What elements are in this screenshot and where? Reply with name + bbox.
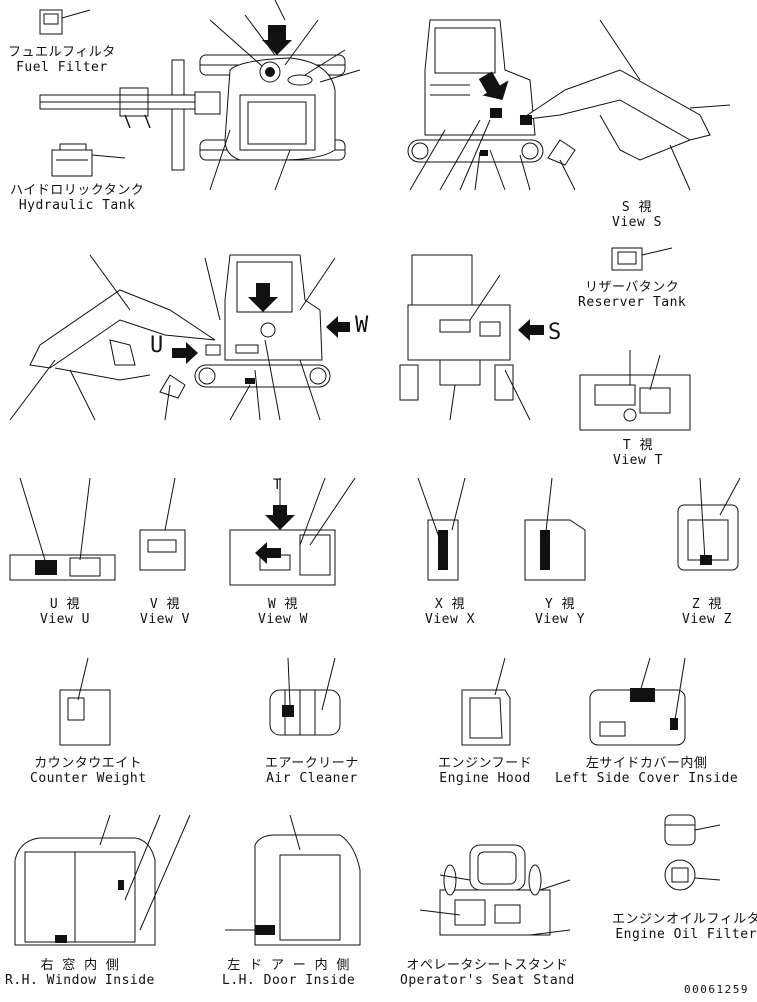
label-jp: リザーバタンク: [584, 280, 680, 295]
label-view-t: T 視 View T: [613, 438, 663, 468]
reserver-tank-drawing: [611, 247, 673, 271]
label-view-z: Z 視 View Z: [682, 597, 732, 627]
left-side-cover-drawing: [589, 657, 686, 746]
label-en: View Z: [682, 612, 732, 627]
label-jp: エアークリーナ: [265, 756, 359, 771]
label-lh-door: 左 ド ア ー 内 側 L.H. Door Inside: [222, 958, 355, 988]
counter-weight-drawing: [59, 657, 111, 746]
label-left-side-cover: 左サイドカバー内側 Left Side Cover Inside: [555, 756, 738, 786]
label-en: L.H. Door Inside: [222, 973, 356, 988]
seat-stand-drawing: [419, 844, 571, 936]
label-en: Hydraulic Tank: [18, 198, 136, 213]
label-en: Counter Weight: [30, 771, 147, 786]
label-en: R.H. Window Inside: [5, 973, 155, 988]
label-air-cleaner: エアークリーナ Air Cleaner: [265, 756, 359, 786]
label-view-w: W 視 View W: [258, 597, 308, 627]
fuel-filter-icon: [39, 9, 91, 35]
view-letter-u: U: [150, 333, 164, 358]
label-seat-stand: オペレータシートスタンド Operator's Seat Stand: [400, 958, 575, 988]
view-v-drawing: [139, 477, 186, 571]
label-jp: W 視: [267, 597, 299, 612]
view-letter-t: T: [273, 477, 282, 493]
view-letter-w: W: [355, 313, 369, 338]
label-jp: 左サイドカバー内側: [585, 756, 708, 771]
label-en: Operator's Seat Stand: [400, 973, 575, 988]
label-en: View T: [613, 453, 663, 468]
air-cleaner-drawing: [269, 657, 341, 736]
label-en: Air Cleaner: [266, 771, 358, 786]
label-reserver-tank: リザーバタンク Reserver Tank: [578, 280, 686, 310]
label-en: View V: [140, 612, 190, 627]
label-view-v: V 視 View V: [140, 597, 190, 627]
view-w-drawing: [229, 477, 356, 586]
label-en: Left Side Cover Inside: [555, 771, 739, 786]
view-z-drawing: [677, 477, 741, 571]
label-jp: フュエルフィルタ: [8, 45, 116, 60]
label-jp: オペレータシートスタンド: [406, 958, 569, 973]
hydraulic-tank-drawing: [51, 143, 126, 177]
label-en: View Y: [535, 612, 585, 627]
label-jp: U 視: [49, 597, 81, 612]
label-engine-oil-filter: エンジンオイルフィルタ Engine Oil Filter: [612, 912, 757, 942]
engine-hood-drawing: [461, 657, 511, 746]
label-jp: カウンタウエイト: [34, 756, 143, 771]
label-en: View X: [425, 612, 475, 627]
label-jp: 右 窓 内 側: [40, 958, 120, 973]
label-view-y: Y 視 View Y: [535, 597, 585, 627]
lh-door-drawing: [225, 814, 361, 946]
label-en: View S: [612, 215, 662, 230]
label-en: View U: [40, 612, 90, 627]
label-jp: T 視: [622, 438, 654, 453]
label-en: Engine Oil Filter: [615, 927, 757, 942]
label-jp: 左 ド ア ー 内 側: [227, 958, 350, 973]
view-x-drawing: [417, 477, 466, 581]
label-view-s: S 視 View S: [612, 200, 662, 230]
label-rh-window: 右 窓 内 側 R.H. Window Inside: [5, 958, 155, 988]
drawing-code: 00061259: [684, 983, 749, 996]
view-y-drawing: [524, 477, 586, 581]
label-jp: エンジンフード: [438, 756, 533, 771]
top-view-excavator: [39, 0, 361, 191]
side-view-excavator-right: [407, 19, 731, 191]
label-jp: S 視: [621, 200, 653, 215]
label-view-x: X 視 View X: [425, 597, 475, 627]
label-fuel-filter: フュエルフィルタ Fuel Filter: [8, 45, 116, 75]
label-counter-weight: カウンタウエイト Counter Weight: [30, 756, 147, 786]
label-en: View W: [258, 612, 308, 627]
label-jp: X 視: [434, 597, 466, 612]
rh-window-drawing: [14, 814, 191, 946]
label-en: Fuel Filter: [16, 60, 108, 75]
label-jp: Y 視: [544, 597, 576, 612]
label-jp: エンジンオイルフィルタ: [612, 912, 757, 927]
label-jp: V 視: [149, 597, 181, 612]
view-letter-s: S: [548, 320, 562, 345]
engine-oil-filter-drawing: [664, 814, 721, 891]
view-t-drawing: [579, 350, 691, 431]
view-u-drawing: [9, 477, 116, 581]
label-hydraulic-tank: ハイドロリックタンク Hydraulic Tank: [10, 183, 144, 213]
side-view-excavator-left: [9, 254, 350, 421]
label-jp: Z 視: [691, 597, 723, 612]
label-en: Reserver Tank: [578, 295, 687, 310]
label-engine-hood: エンジンフード Engine Hood: [438, 756, 532, 786]
rear-view-excavator: [399, 254, 544, 421]
label-en: Engine Hood: [439, 771, 531, 786]
label-jp: ハイドロリックタンク: [10, 183, 145, 198]
label-view-u: U 視 View U: [40, 597, 90, 627]
